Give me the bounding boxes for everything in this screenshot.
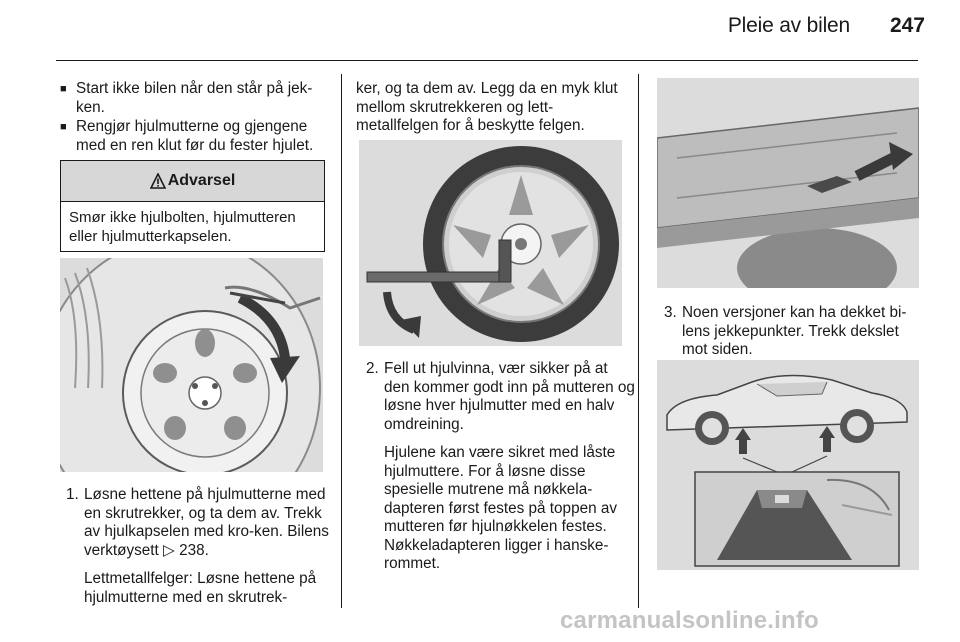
- warning-box: Advarsel Smør ikke hjulbolten, hjulmutte…: [60, 160, 325, 252]
- step-text: Fell ut hjulvinna, vær sikker på at den …: [384, 360, 635, 433]
- locking-nut-note: Hjulene kan være sikret med låste hjulmu…: [384, 444, 617, 572]
- bullet-mark: ■: [60, 83, 67, 95]
- bullet-mark: ■: [60, 121, 67, 133]
- illustration-hubcap-removal: [60, 258, 323, 472]
- header-rule: [56, 60, 918, 61]
- column-divider-left: [341, 74, 342, 608]
- illustration-wheel-wrench: [359, 140, 622, 346]
- step-3: 3. Noen versjoner kan ha dekket bi-lens …: [664, 304, 926, 362]
- warning-triangle-icon: [149, 173, 166, 189]
- bullet-text: Start ikke bilen når den står på jek-ken…: [76, 80, 313, 116]
- column-divider-right: [638, 74, 639, 608]
- warning-header: Advarsel: [61, 161, 324, 202]
- step-number: 1.: [66, 486, 79, 503]
- page-number: 247: [889, 14, 925, 37]
- illustration-underbody-cover: [657, 78, 919, 288]
- step-text: Løsne hettene på hjulmutterne med en skr…: [84, 486, 338, 560]
- page-reference-icon: ▷: [163, 541, 175, 559]
- step-1: 1. Løsne hettene på hjulmutterne med en …: [66, 486, 336, 562]
- bullet-text: Rengjør hjulmutterne og gjengene med en …: [76, 118, 314, 154]
- step-1-reference: 238.: [179, 541, 209, 559]
- watermark: carmanualsonline.info: [560, 607, 819, 634]
- bullet-item: ■ Start ikke bilen når den står på jek-k…: [60, 80, 328, 118]
- step-number: 3.: [664, 304, 677, 321]
- page-section-title: Pleie av bilen: [727, 14, 850, 37]
- illustration-jacking-points: [657, 360, 919, 570]
- step-text: Noen versjoner kan ha dekket bi-lens jek…: [682, 304, 907, 358]
- step-number: 2.: [366, 360, 379, 377]
- alloy-wheel-note-continuation: ker, og ta dem av. Legg da en myk klut m…: [356, 80, 618, 134]
- warning-title: Advarsel: [167, 172, 236, 189]
- step-2: 2. Fell ut hjulvinna, vær sikker på at d…: [366, 360, 635, 436]
- step-1-text: Løsne hettene på hjulmutterne med en skr…: [84, 486, 329, 559]
- bullet-item: ■ Rengjør hjulmutterne og gjengene med e…: [60, 118, 328, 156]
- warning-text: Smør ikke hjulbolten, hjulmutteren eller…: [69, 209, 296, 245]
- alloy-wheel-note-start: Lettmetallfelger: Løsne hettene på hjulm…: [84, 570, 317, 606]
